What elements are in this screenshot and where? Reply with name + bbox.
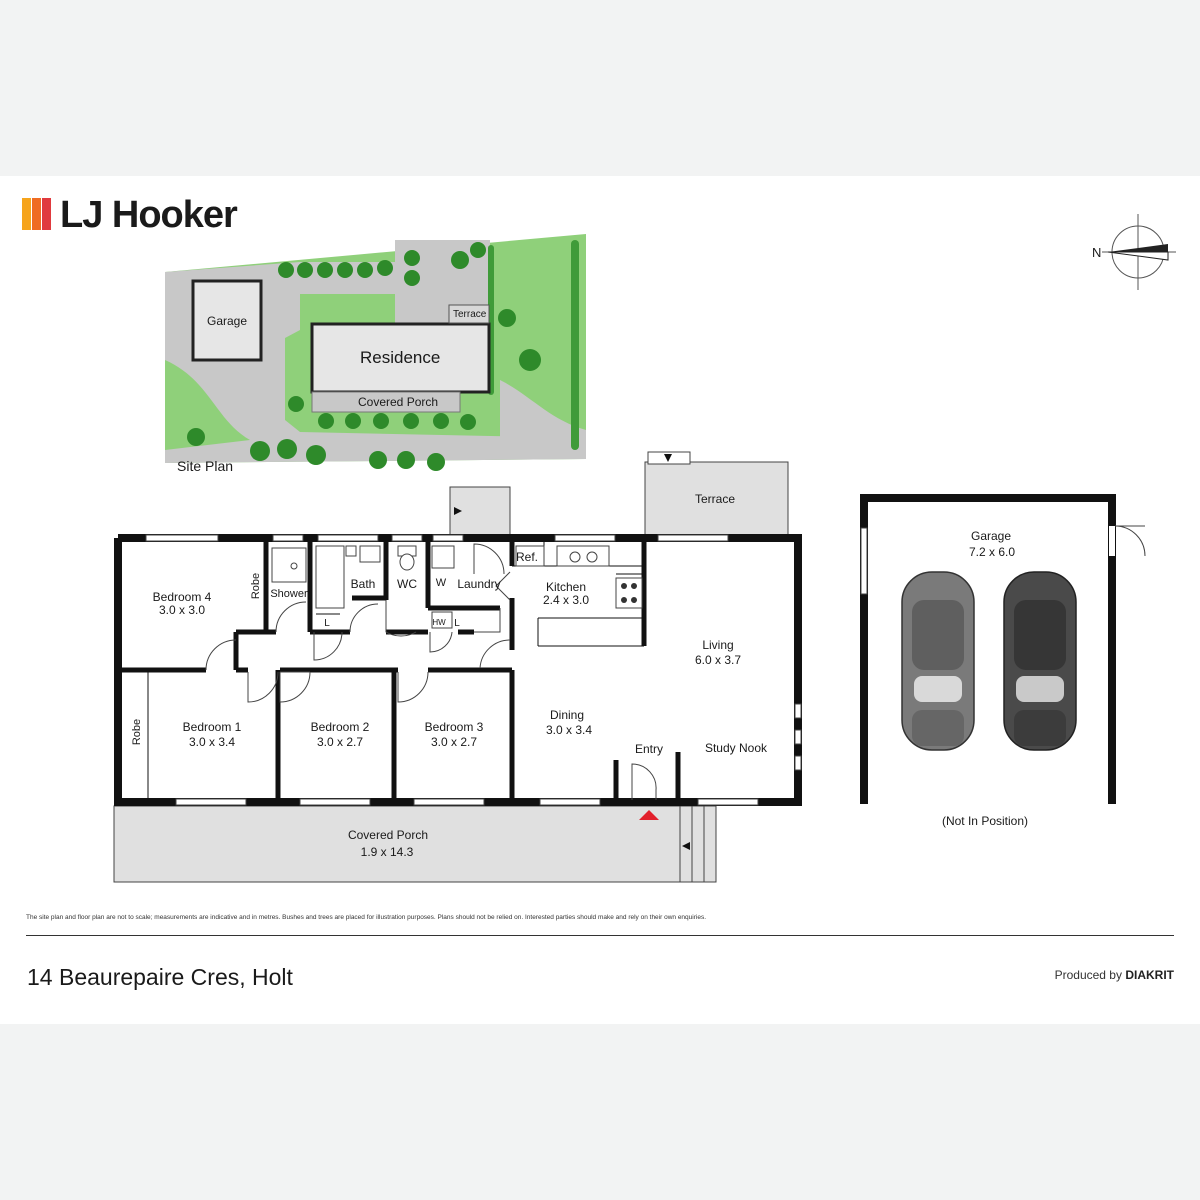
study-nook-label: Study Nook	[705, 741, 768, 755]
site-plan-porch-label: Covered Porch	[358, 395, 438, 409]
laundry-label: Laundry	[457, 577, 500, 591]
bath-label: Bath	[351, 577, 376, 591]
produced-by-label: Produced by	[1054, 968, 1122, 982]
garage-plan	[860, 494, 1146, 804]
site-plan-terrace-label: Terrace	[453, 309, 487, 320]
floor-plan-drawing: N	[113, 214, 1176, 883]
site-plan	[165, 234, 586, 471]
robe-top-label: Robe	[250, 573, 262, 599]
shower-label: Shower	[270, 588, 308, 600]
kitchen-size: 2.4 x 3.0	[543, 593, 589, 607]
hot-water-label: HW	[432, 618, 446, 627]
entry-arrow-icon	[639, 810, 659, 820]
garage-name: Garage	[971, 529, 1011, 543]
living-size: 6.0 x 3.7	[695, 653, 741, 667]
dining-name: Dining	[550, 708, 584, 722]
car-icon	[901, 571, 975, 751]
garage-note: (Not In Position)	[942, 814, 1028, 828]
bedroom3-size: 3.0 x 2.7	[431, 735, 477, 749]
bedroom2-size: 3.0 x 2.7	[317, 735, 363, 749]
bedroom1-name: Bedroom 1	[183, 720, 242, 734]
linen-label-2: L	[454, 618, 460, 629]
bedroom4-name: Bedroom 4	[153, 590, 212, 604]
entry-label: Entry	[635, 742, 663, 756]
robe-left-label: Robe	[131, 719, 143, 745]
house-floor-plan	[113, 451, 802, 883]
bedroom3-name: Bedroom 3	[425, 720, 484, 734]
site-plan-garage-label: Garage	[207, 314, 247, 328]
bedroom1-size: 3.0 x 3.4	[189, 735, 235, 749]
brand-name: LJ Hooker	[60, 194, 238, 236]
floor-plan-sheet: LJ Hooker N	[0, 176, 1200, 1024]
washer-label: W	[436, 577, 447, 589]
fridge-label: Ref.	[516, 550, 538, 564]
dining-size: 3.0 x 3.4	[546, 723, 592, 737]
compass-north-label: N	[1092, 245, 1101, 260]
garage-size: 7.2 x 6.0	[969, 545, 1015, 559]
covered-porch-name: Covered Porch	[348, 828, 428, 842]
covered-porch-size: 1.9 x 14.3	[361, 845, 414, 859]
wc-label: WC	[397, 577, 417, 591]
kitchen-name: Kitchen	[546, 580, 586, 594]
footer-divider	[26, 935, 1174, 936]
site-plan-residence-label: Residence	[360, 348, 440, 367]
bedroom4-size: 3.0 x 3.0	[159, 603, 205, 617]
living-name: Living	[702, 638, 733, 652]
compass-icon	[1102, 214, 1176, 290]
lj-hooker-logo-icon	[22, 198, 52, 230]
producer-credit: Produced by DIAKRIT	[1055, 968, 1174, 982]
bedroom2-name: Bedroom 2	[311, 720, 370, 734]
car-icon	[1003, 571, 1077, 751]
site-plan-caption: Site Plan	[177, 458, 233, 474]
disclaimer-text: The site plan and floor plan are not to …	[26, 914, 706, 921]
producer-name: DIAKRIT	[1125, 968, 1174, 982]
linen-label-1: L	[324, 618, 330, 629]
property-address: 14 Beaurepaire Cres, Holt	[27, 964, 293, 990]
terrace-label: Terrace	[695, 492, 735, 506]
